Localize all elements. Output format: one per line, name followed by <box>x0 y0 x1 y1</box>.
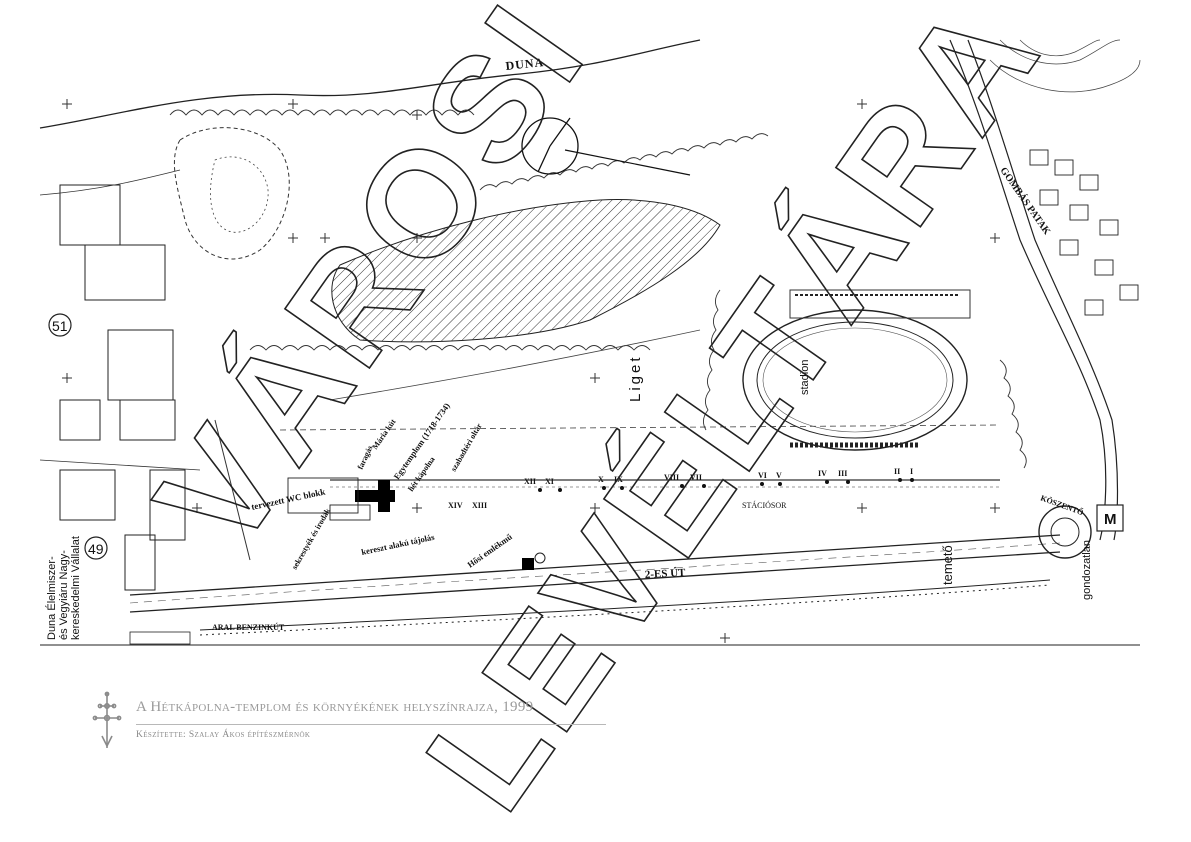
pond <box>173 127 290 260</box>
station-vii: VII <box>690 473 702 482</box>
stations <box>538 478 914 492</box>
station-ix: IX <box>614 475 623 484</box>
station-iv: IV <box>818 469 827 478</box>
caption-author: Készítette: Szalay Ákos építészmérnök <box>136 730 311 740</box>
double-cross-icon <box>92 691 122 748</box>
station-iii: III <box>838 469 847 478</box>
grid-markers <box>62 99 1000 643</box>
station-xii: XII <box>524 477 536 486</box>
maria-kut-label: Mária kút <box>370 417 398 451</box>
station-ii: II <box>894 467 900 476</box>
stadium-track <box>742 309 968 451</box>
station-xiii: XIII <box>472 501 487 510</box>
station-i: I <box>910 467 913 476</box>
hosi-emlekmu-label: Hősi emlékmű <box>465 531 514 569</box>
station-viii: VIII <box>664 473 679 482</box>
company-label-1: Duna Élelmiszer- <box>45 556 58 640</box>
road-2-label: 2-ES ÚT <box>645 567 687 581</box>
benzinkut-label: ARAL BENZINKÚT <box>212 622 285 632</box>
memorial-structure <box>522 558 534 570</box>
staciosor-label: STÁCIÓSOR <box>742 500 787 510</box>
station-x: X <box>598 475 604 484</box>
tree-line-stadium <box>703 289 721 431</box>
station-xi: XI <box>545 477 554 486</box>
industrial-blocks <box>59 184 186 591</box>
houses-ne <box>1029 149 1139 316</box>
company-label-2: és Vegyiáru Nagy- <box>58 550 70 640</box>
gombas-patak-label: GOMBÁS PATAK <box>998 165 1054 237</box>
hatched-zone <box>331 199 721 343</box>
tree-line-ne <box>479 133 769 191</box>
plot-49-label: 49 <box>88 541 104 557</box>
station-xiv: XIV <box>448 501 463 510</box>
temeto-label: temető <box>940 545 955 585</box>
north-compass <box>521 117 579 175</box>
tree-line-east <box>999 359 1027 469</box>
station-vi: VI <box>758 471 767 480</box>
plot-51-label: 51 <box>52 318 68 334</box>
roundabout <box>1038 505 1092 559</box>
station-v: V <box>776 471 782 480</box>
m-marker-label: M <box>1104 511 1117 528</box>
caption-title: A Hétkápolna-templom és környékének hely… <box>136 699 534 715</box>
caption-divider <box>136 724 606 725</box>
railway <box>199 579 1051 631</box>
map-caption: A Hétkápolna-templom és környékének hely… <box>92 690 612 750</box>
tree-line-north <box>169 109 475 116</box>
gondozatlan-label: gondozatlan <box>1081 540 1093 600</box>
tree-line-mid <box>249 345 651 351</box>
duna-label: DUNA <box>505 55 545 73</box>
company-label-3: kereskedelmi Vállalat <box>70 536 82 640</box>
hill-contours <box>989 39 1141 93</box>
kereszt-alaku-label: kereszt alakú tájolás <box>360 532 436 557</box>
stadion-label: stadion <box>799 360 811 395</box>
gombas-stream <box>949 39 1107 541</box>
liget-label: Liget <box>627 354 644 402</box>
church-building <box>287 477 395 521</box>
